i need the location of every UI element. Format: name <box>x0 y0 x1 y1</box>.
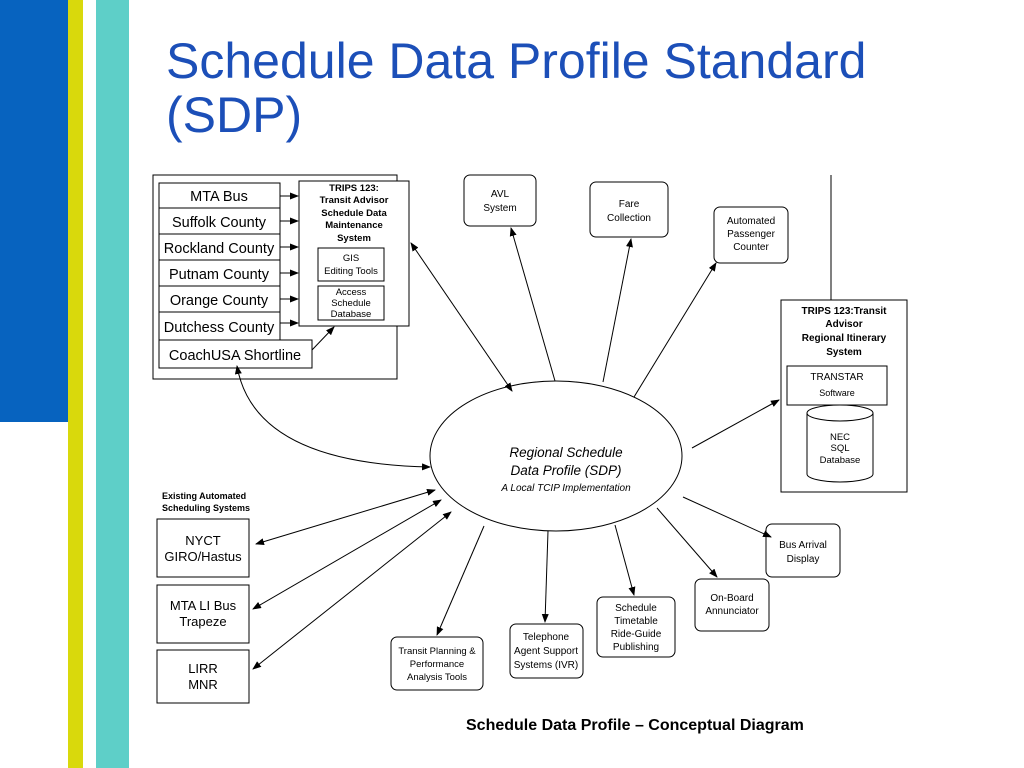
svg-text:Passenger: Passenger <box>727 229 775 240</box>
svg-text:System: System <box>483 203 516 214</box>
transtar-software[interactable]: TRANSTAR Software <box>786 365 888 406</box>
svg-text:A Local TCIP Implementation: A Local TCIP Implementation <box>500 483 631 494</box>
agency-dutchess-county[interactable]: Dutchess County <box>158 311 281 341</box>
svg-text:Automated: Automated <box>727 216 775 227</box>
svg-text:On-Board: On-Board <box>710 593 753 604</box>
svg-text:Regional Itinerary: Regional Itinerary <box>802 333 887 344</box>
mta-li-bus-trapeze[interactable]: MTA LI Bus Trapeze <box>156 584 250 644</box>
agency-mta-bus[interactable]: MTA Bus <box>158 182 281 209</box>
nyct-giro-hastus[interactable]: NYCT GIRO/Hastus <box>156 518 250 578</box>
diagram-caption: Schedule Data Profile – Conceptual Diagr… <box>466 717 804 734</box>
svg-text:Bus Arrival: Bus Arrival <box>779 540 827 551</box>
svg-text:Orange County: Orange County <box>170 293 269 309</box>
svg-text:Fare: Fare <box>619 199 640 210</box>
svg-text:NYCT: NYCT <box>185 533 220 548</box>
svg-text:Suffolk County: Suffolk County <box>172 215 267 231</box>
svg-text:Maintenance: Maintenance <box>325 220 383 231</box>
svg-text:Analysis Tools: Analysis Tools <box>407 672 467 683</box>
svg-text:Rockland County: Rockland County <box>164 241 275 257</box>
svg-text:Performance: Performance <box>410 659 464 670</box>
svg-text:MNR: MNR <box>188 677 218 692</box>
svg-text:Putnam County: Putnam County <box>169 267 270 283</box>
svg-text:System: System <box>337 233 371 244</box>
svg-text:MTA Bus: MTA Bus <box>190 189 248 205</box>
svg-text:Display: Display <box>787 554 820 565</box>
gis-editing-tools[interactable]: GIS Editing Tools <box>317 247 385 282</box>
svg-text:Regional Schedule: Regional Schedule <box>509 445 622 460</box>
svg-text:Access: Access <box>336 287 367 298</box>
agency-suffolk-county[interactable]: Suffolk County <box>158 207 281 235</box>
transit-planning-analysis-tools[interactable]: Transit Planning & Performance Analysis … <box>390 636 484 691</box>
svg-text:Agent Support: Agent Support <box>514 646 578 657</box>
fare-collection[interactable]: Fare Collection <box>589 181 669 238</box>
svg-text:TRIPS 123:Transit: TRIPS 123:Transit <box>801 306 887 317</box>
title-line-2: (SDP) <box>166 87 303 143</box>
existing-systems-label: Existing Automated <box>162 491 246 501</box>
svg-text:TRIPS 123:: TRIPS 123: <box>329 183 379 194</box>
svg-text:TRANSTAR: TRANSTAR <box>810 372 863 383</box>
agency-orange-county[interactable]: Orange County <box>158 285 281 313</box>
bus-arrival-display[interactable]: Bus Arrival Display <box>765 523 841 578</box>
svg-text:Trapeze: Trapeze <box>179 614 226 629</box>
svg-text:AVL: AVL <box>491 189 510 200</box>
svg-text:Database: Database <box>820 455 861 466</box>
svg-text:GIRO/Hastus: GIRO/Hastus <box>164 549 242 564</box>
schedule-timetable-publishing[interactable]: Schedule Timetable Ride-Guide Publishing <box>596 596 676 658</box>
svg-text:MTA LI Bus: MTA LI Bus <box>170 598 237 613</box>
connectors <box>234 227 780 670</box>
svg-text:Counter: Counter <box>733 242 769 253</box>
svg-text:Dutchess County: Dutchess County <box>164 320 275 336</box>
existing-systems-label-2: Scheduling Systems <box>162 503 250 513</box>
svg-text:Collection: Collection <box>607 213 651 224</box>
stripe-teal <box>96 0 129 768</box>
svg-text:NEC: NEC <box>830 432 850 443</box>
svg-text:Editing Tools: Editing Tools <box>324 266 378 277</box>
agency-rockland-county[interactable]: Rockland County <box>158 233 281 261</box>
svg-text:Software: Software <box>819 388 855 398</box>
title-line-1: Schedule Data Profile Standard <box>166 33 867 89</box>
svg-text:Schedule: Schedule <box>615 603 657 614</box>
automated-passenger-counter[interactable]: Automated Passenger Counter <box>713 206 789 264</box>
svg-text:Telephone: Telephone <box>523 632 570 643</box>
svg-text:CoachUSA Shortline: CoachUSA Shortline <box>169 348 301 364</box>
page-title: Schedule Data Profile Standard (SDP) <box>166 34 1006 142</box>
svg-text:Ride-Guide: Ride-Guide <box>611 629 662 640</box>
svg-text:Schedule: Schedule <box>331 298 371 309</box>
stripe-blue <box>0 0 68 422</box>
on-board-annunciator[interactable]: On-Board Annunciator <box>694 578 770 632</box>
svg-text:Schedule Data: Schedule Data <box>321 208 387 219</box>
telephone-agent-support-ivr[interactable]: Telephone Agent Support Systems (IVR) <box>509 623 584 679</box>
svg-text:Transit Planning &: Transit Planning & <box>398 646 476 657</box>
svg-text:Systems (IVR): Systems (IVR) <box>514 660 578 671</box>
svg-text:GIS: GIS <box>343 253 359 264</box>
agency-putnam-county[interactable]: Putnam County <box>158 259 281 287</box>
svg-text:Annunciator: Annunciator <box>705 606 759 617</box>
svg-text:Data Profile (SDP): Data Profile (SDP) <box>510 463 621 478</box>
stripe-yellow <box>68 0 83 768</box>
svg-text:Publishing: Publishing <box>613 642 659 653</box>
svg-text:Transit Advisor: Transit Advisor <box>320 195 389 206</box>
access-schedule-database[interactable]: Access Schedule Database <box>317 285 385 321</box>
svg-text:Advisor: Advisor <box>825 319 862 330</box>
svg-text:LIRR: LIRR <box>188 661 218 676</box>
svg-text:Database: Database <box>331 309 372 320</box>
svg-text:Timetable: Timetable <box>614 616 658 627</box>
nec-sql-database[interactable]: NEC SQL Database <box>806 404 874 483</box>
regional-sdp-hub[interactable]: Regional Schedule Data Profile (SDP) A L… <box>429 380 683 532</box>
lirr-mnr[interactable]: LIRR MNR <box>156 649 250 704</box>
avl-system[interactable]: AVL System <box>463 174 537 227</box>
agency-coachusa-shortline[interactable]: CoachUSA Shortline <box>158 339 313 369</box>
svg-text:System: System <box>826 347 862 358</box>
svg-text:SQL: SQL <box>830 443 849 454</box>
